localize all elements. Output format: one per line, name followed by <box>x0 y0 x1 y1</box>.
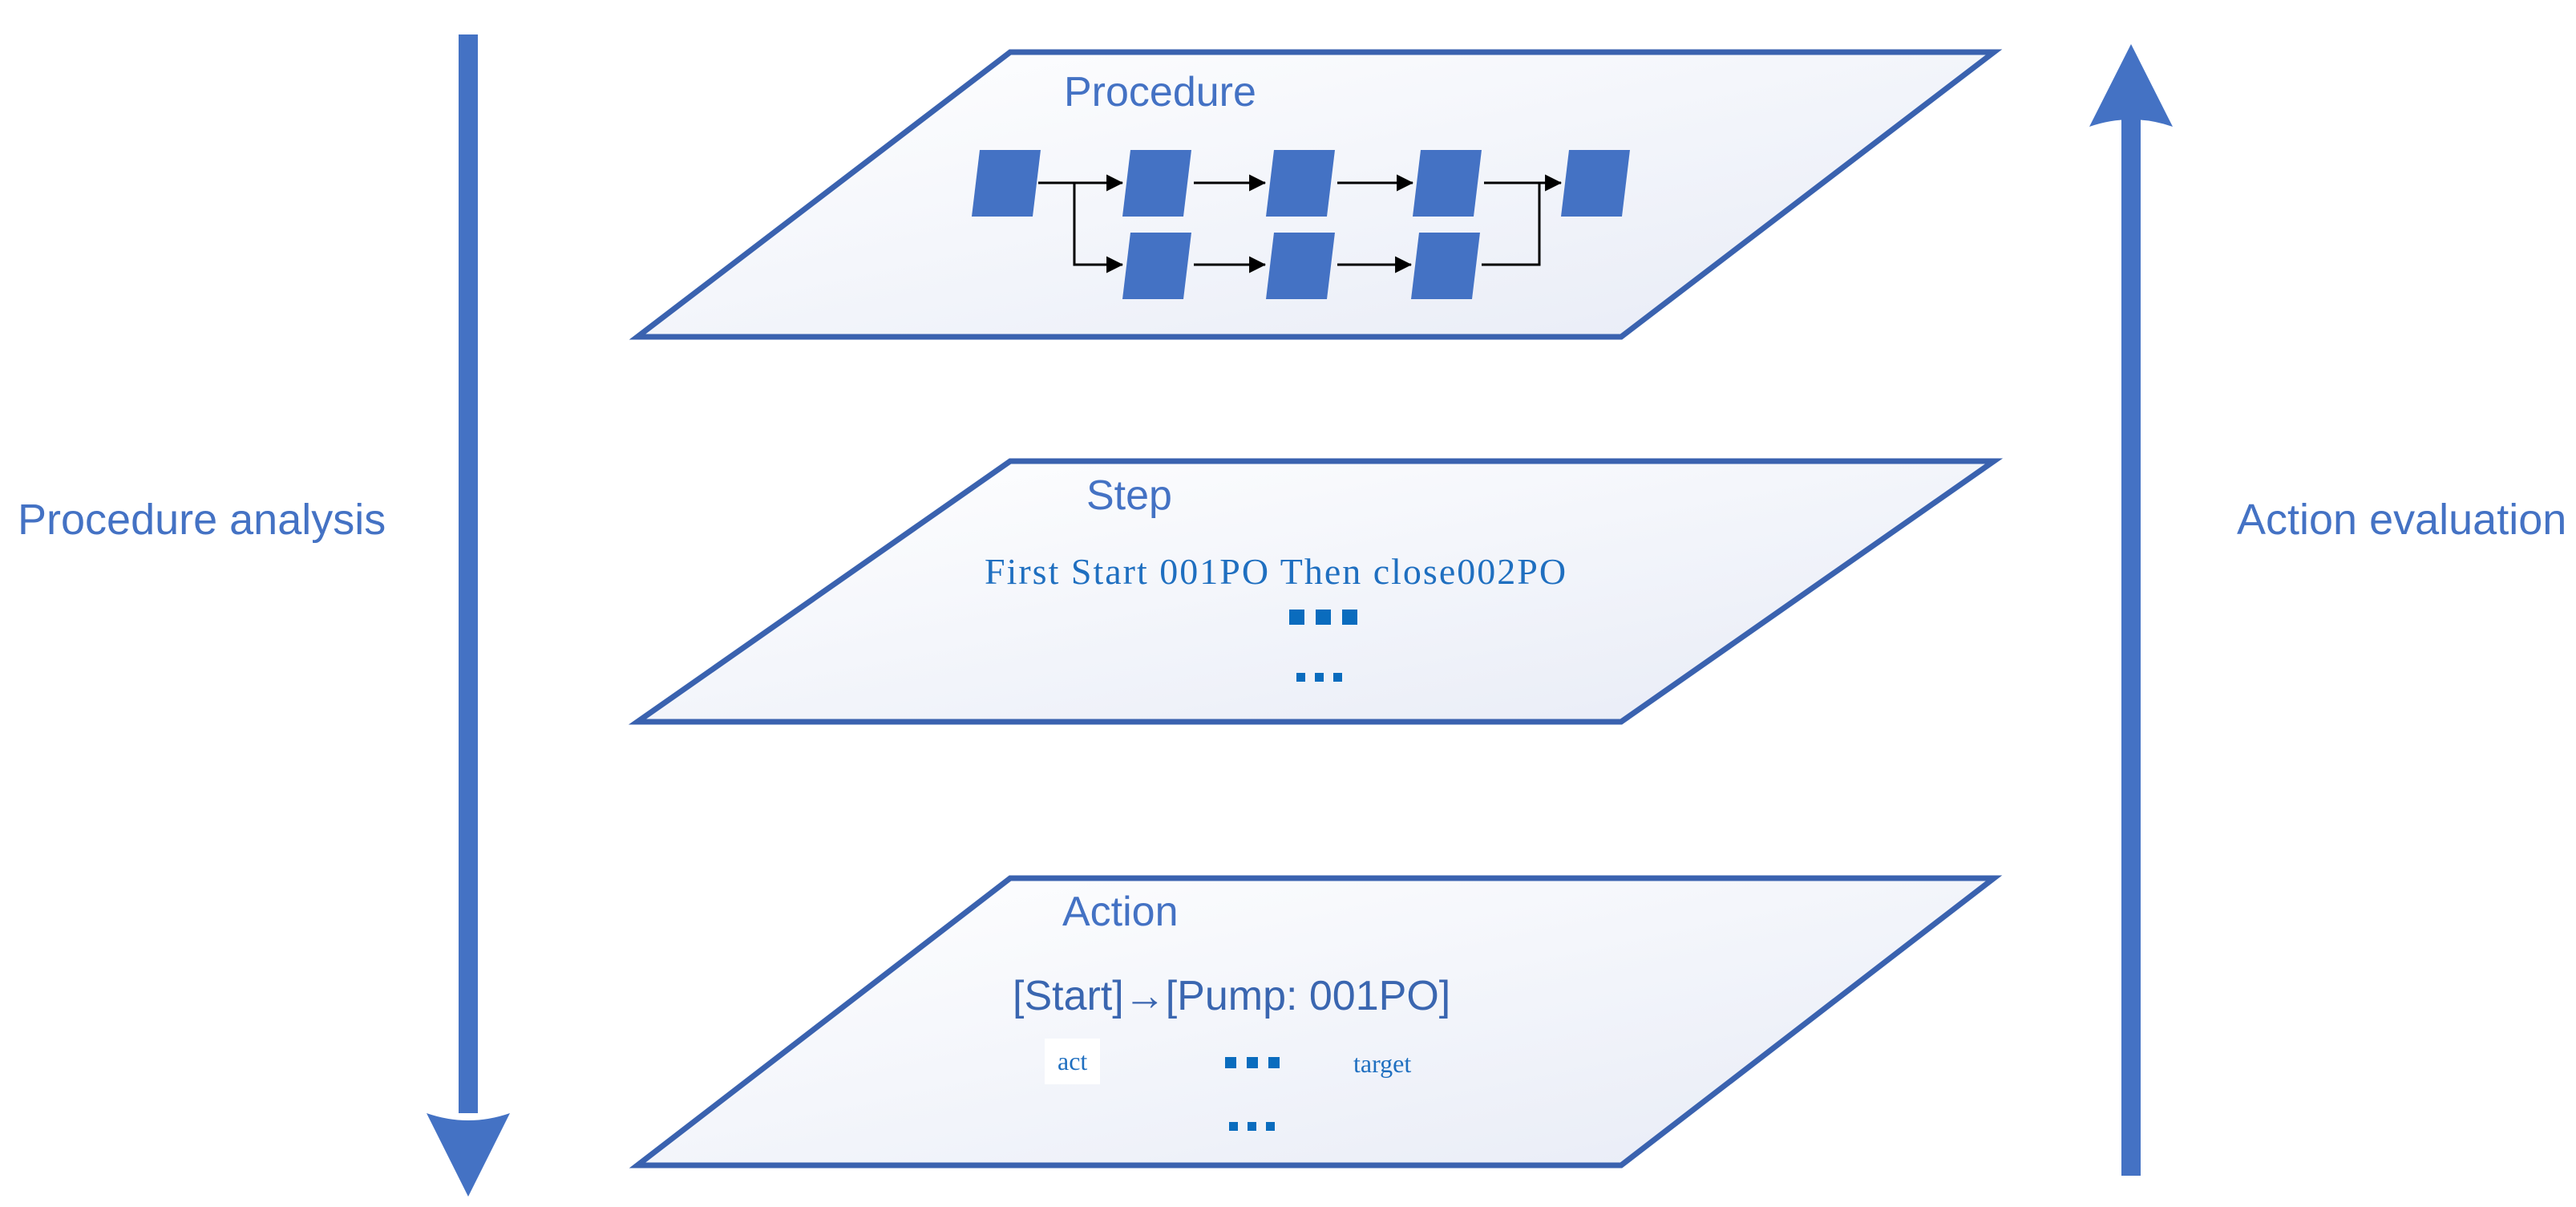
action-plate <box>629 875 2003 1169</box>
flow-box-1 <box>972 150 1041 217</box>
action-layer-title: Action <box>1062 889 1179 935</box>
action-main-text: [Start]→[Pump: 001PO] <box>1013 973 1451 1019</box>
step-plate <box>628 458 2004 725</box>
action-annotation-act: act <box>1045 1039 1101 1084</box>
left-process-label: Procedure analysis <box>18 496 386 544</box>
flow-box-3 <box>1266 150 1335 217</box>
flow-box-5 <box>1561 150 1630 217</box>
flow-box-2 <box>1122 150 1191 217</box>
action-ellipsis-middle <box>1225 1057 1290 1071</box>
flow-box-6 <box>1122 233 1191 299</box>
step-ellipsis-2 <box>1296 672 1352 685</box>
step-main-text: First Start 001PO Then close002PO <box>985 551 1568 592</box>
procedure-layer-title: Procedure <box>1064 69 1256 115</box>
flow-box-7 <box>1266 233 1335 299</box>
flow-box-4 <box>1413 150 1482 217</box>
flow-box-8 <box>1411 233 1480 299</box>
step-layer-title: Step <box>1086 472 1172 519</box>
step-ellipsis-1 <box>1289 610 1369 628</box>
action-ellipsis-2 <box>1229 1121 1284 1134</box>
action-annotation-target: target <box>1353 1049 1412 1078</box>
right-process-label: Action evaluation <box>2237 496 2567 544</box>
